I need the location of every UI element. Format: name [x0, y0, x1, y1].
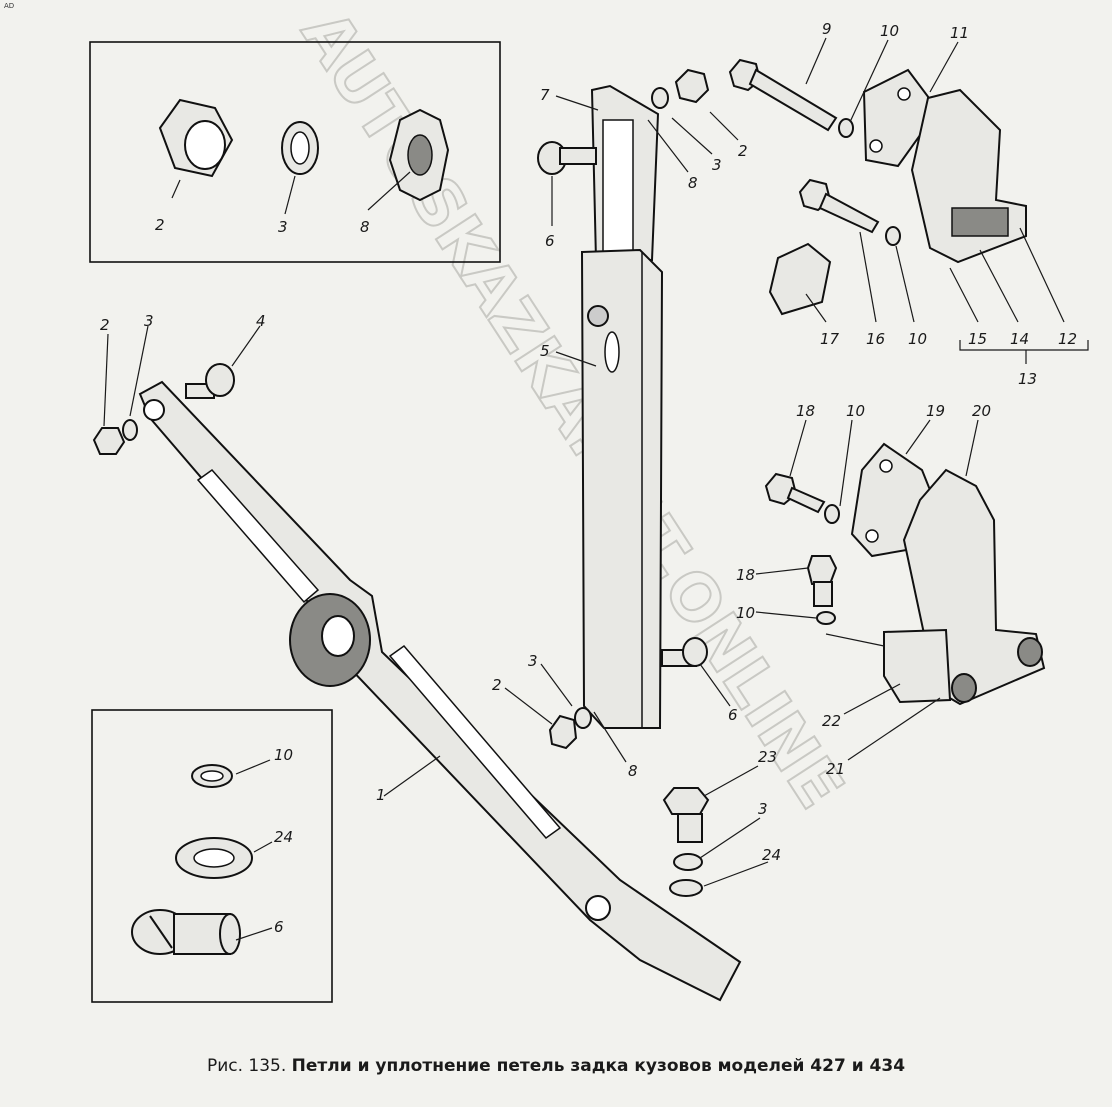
inset-bottom-flat-washer [175, 837, 253, 879]
callout-label: 20 [972, 402, 991, 420]
callout-label: 10 [880, 22, 899, 40]
callout-label: 17 [820, 330, 840, 348]
watermark-text: AUTOSKAZKA.CAT.ONLINE [287, 0, 857, 822]
strut-bottom-screw [661, 637, 708, 667]
bolt-set-flat-washer [669, 879, 703, 897]
strut-lower [580, 248, 664, 729]
callout-label: 21 [826, 760, 845, 778]
stay-washer [122, 419, 138, 441]
hinge-bottom-washer-lower [816, 611, 836, 625]
inset-top-nut [158, 98, 234, 178]
strut-bottom-nut [548, 707, 592, 750]
strut-top-nut [651, 68, 710, 109]
inset-bottom-screw [131, 909, 241, 955]
callout-label: 7 [540, 86, 550, 104]
strut-top-screw [537, 141, 597, 175]
callout-label: 10 [274, 746, 293, 764]
bolt-set-bolt [662, 787, 710, 843]
figure-caption: Рис. 135. Петли и уплотнение петель задк… [0, 1056, 1112, 1076]
callout-label: 15 [968, 330, 987, 348]
callout-label: 12 [1058, 330, 1077, 348]
inset-bottom-frame [91, 709, 333, 1003]
callout-label: 2 [155, 216, 165, 234]
callout-label: 19 [926, 402, 945, 420]
hinge-top-bolt [728, 58, 838, 132]
bolt-set-washer [673, 853, 703, 871]
callout-label: 24 [274, 828, 293, 846]
hinge-top-washer [838, 118, 854, 138]
corner-mark: AD [4, 2, 15, 10]
callout-label: 2 [492, 676, 502, 694]
hinge-top-body [910, 88, 1027, 264]
caption-title: Петли и уплотнение петель задка кузовов … [291, 1056, 906, 1076]
callout-label: 8 [628, 762, 638, 780]
hinge-bottom-washer [824, 504, 840, 524]
callout-label: 16 [866, 330, 885, 348]
callout-label: 4 [256, 312, 266, 330]
hinge-bottom-body [883, 468, 1046, 706]
callout-label: 8 [360, 218, 370, 236]
hinge-top-plate [862, 68, 940, 168]
callout-label: 6 [274, 918, 284, 936]
caption-lead: Рис. 135. [206, 1056, 287, 1076]
callout-label: 11 [950, 24, 969, 42]
inset-top-star-washer [388, 108, 450, 202]
callout-label: 10 [736, 604, 755, 622]
callout-label: 22 [822, 712, 841, 730]
callout-label: 3 [528, 652, 538, 670]
callout-label: 2 [738, 142, 748, 160]
callout-label: 6 [545, 232, 555, 250]
parts-diagram: AUTOSKAZKA.CAT.ONLINE 2 3 8 [89, 0, 1089, 1003]
callout-label: 18 [736, 566, 755, 584]
stay-nut [92, 427, 126, 455]
stay-screw [185, 363, 235, 399]
callout-label: 3 [758, 800, 768, 818]
stay-pivot-washer [289, 593, 371, 687]
callout-label: 3 [712, 156, 722, 174]
callout-label: 3 [278, 218, 288, 236]
inset-bottom-lock-washer [191, 764, 233, 788]
callout-label: 9 [822, 20, 832, 38]
hinge-top-block [768, 242, 832, 316]
callout-label: 2 [100, 316, 110, 334]
callout-label: 10 [908, 330, 927, 348]
hinge-bottom-bolt [764, 472, 826, 514]
callout-label: 13 [1018, 370, 1037, 388]
callout-label: 8 [688, 174, 698, 192]
callout-label: 10 [846, 402, 865, 420]
callout-label: 6 [728, 706, 738, 724]
callout-label: 18 [796, 402, 815, 420]
callout-label: 14 [1010, 330, 1029, 348]
callout-label: 1 [376, 786, 386, 804]
strut-upper [590, 84, 660, 261]
hinge-bottom-bolt-lower [806, 555, 838, 607]
inset-top-washer [281, 121, 319, 175]
hinge-top-bolt-lower [798, 178, 880, 234]
inset-top-frame [89, 41, 501, 263]
callout-label: 3 [144, 312, 154, 330]
callout-label: 23 [758, 748, 777, 766]
hinge-top-washer-lower [885, 226, 901, 246]
callout-label: 5 [540, 342, 550, 360]
callout-label: 24 [762, 846, 781, 864]
